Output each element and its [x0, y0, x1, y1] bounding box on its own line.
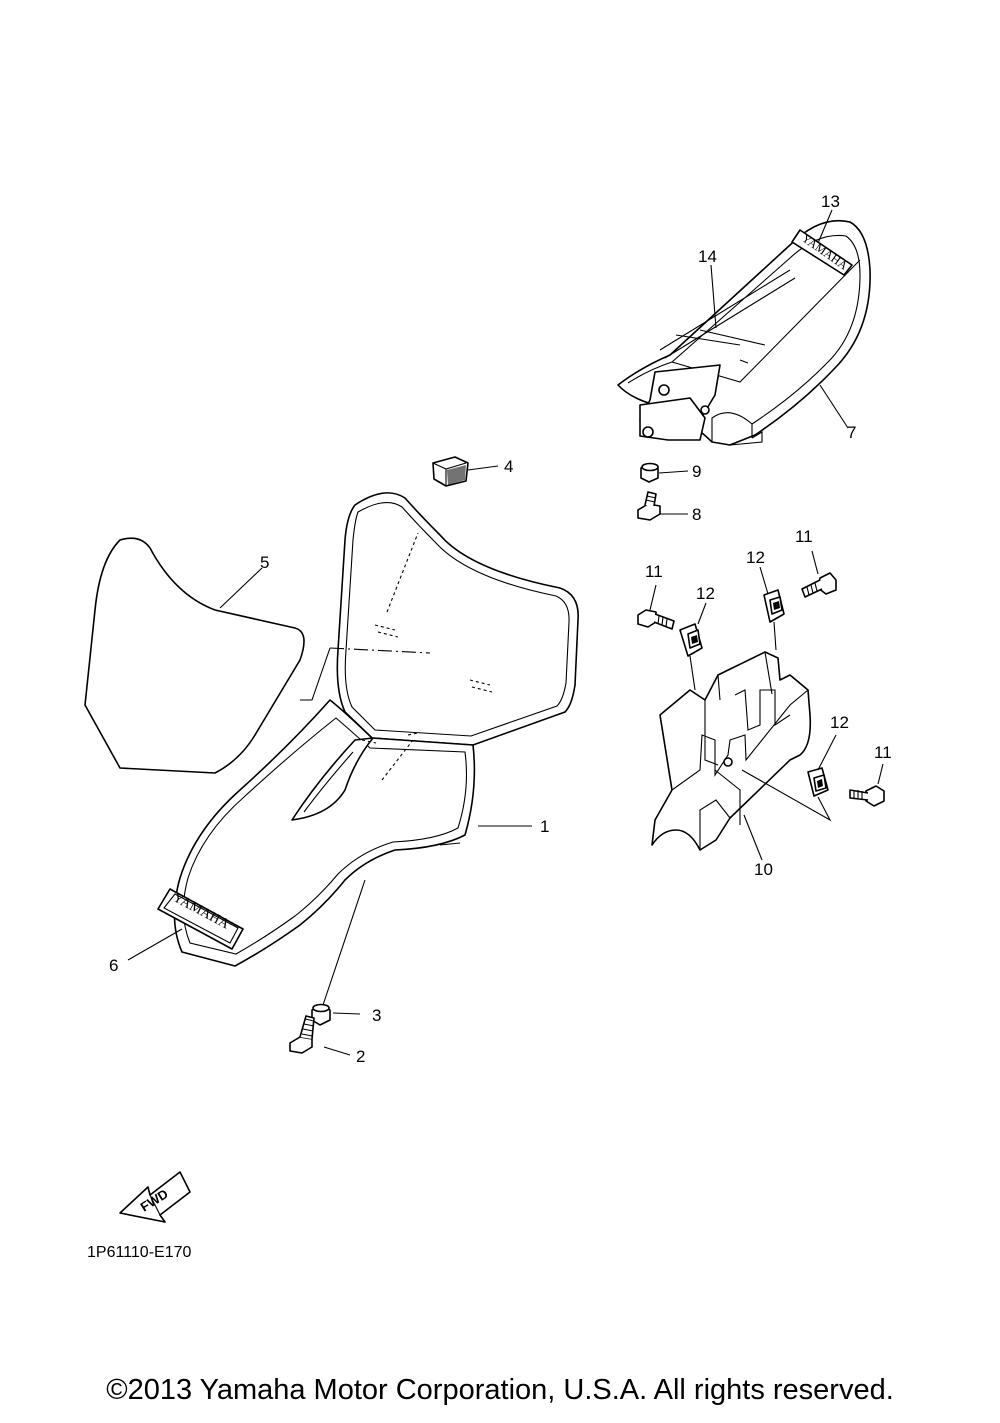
copyright-notice: ©2013 Yamaha Motor Corporation, U.S.A. A…	[106, 1374, 894, 1406]
callout-5: 5	[260, 553, 269, 572]
callout-10: 10	[754, 860, 773, 879]
part-2-bolt	[289, 1015, 315, 1054]
part-3-collar	[311, 1003, 331, 1026]
callout-6: 6	[109, 956, 118, 975]
part-5-number-plate-decal	[84, 537, 305, 774]
part-9-collar	[640, 462, 659, 483]
callout-11-a: 11	[645, 562, 663, 581]
callout-1: 1	[540, 817, 549, 836]
callout-12-c: 12	[830, 713, 849, 732]
callout-4: 4	[504, 457, 513, 476]
callouts: 1 2 3 4 5 6 7 8 9 10 11 11 11 12 12 12 1…	[109, 192, 892, 1066]
part-12-nut-b	[763, 589, 785, 623]
part-11-bolt-b	[801, 572, 837, 598]
part-12-nut-a	[679, 623, 703, 657]
callout-7: 7	[847, 423, 856, 442]
callout-9: 9	[692, 462, 701, 481]
part-11-bolt-c	[849, 785, 885, 807]
fwd-arrow-icon: FWD	[119, 1171, 191, 1223]
callout-13: 13	[821, 192, 840, 211]
part-7-rear-fender	[617, 219, 871, 446]
part-4-grommet	[432, 456, 469, 487]
callout-14: 14	[698, 247, 717, 266]
callout-8: 8	[692, 505, 701, 524]
callout-2: 2	[356, 1047, 365, 1066]
part-1-front-number-plate	[173, 492, 579, 967]
callout-11-c: 11	[874, 743, 892, 762]
callout-12-a: 12	[696, 584, 715, 603]
leader-lines	[127, 209, 884, 1056]
document-code: 1P61110-E170	[87, 1244, 191, 1261]
part-10-bracket	[651, 651, 812, 851]
callout-11-b: 11	[795, 527, 813, 546]
callout-12-b: 12	[746, 548, 765, 567]
part-11-bolt-a	[637, 609, 675, 630]
part-12-nut-c	[807, 767, 829, 797]
callout-3: 3	[372, 1006, 381, 1025]
part-8-bolt	[637, 491, 661, 521]
